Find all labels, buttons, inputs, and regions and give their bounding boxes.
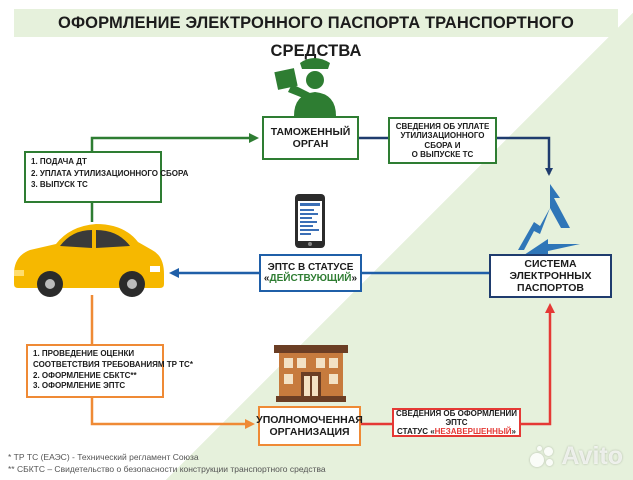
org-step: 2. ОФОРМЛЕНИЕ СБКТС** — [33, 370, 137, 380]
quote-open: « — [263, 273, 270, 284]
avito-logo-icon — [528, 443, 556, 471]
status-active: ДЕЙСТВУЮЩИЙ — [269, 273, 352, 284]
status-suffix: » — [511, 427, 516, 437]
system-label-line2: ПАСПОРТОВ — [517, 282, 584, 295]
status-incomplete: НЕЗАВЕРШЕННЫЙ — [434, 427, 512, 437]
epts-active-status: «ДЕЙСТВУЮЩИЙ» — [264, 273, 357, 285]
footnote-tr-ts: * ТР ТС (ЕАЭС) - Технический регламент С… — [8, 452, 199, 462]
avito-watermark: Avito — [528, 442, 623, 471]
org-label-line2: ОРГАНИЗАЦИЯ — [269, 426, 350, 438]
title-banner — [14, 9, 618, 37]
arrow-car-to-org — [90, 295, 255, 429]
epts-active-line1: ЭПТС В СТАТУСЕ — [267, 261, 354, 273]
org-steps-box: 1. ПРОВЕДЕНИЕ ОЦЕНКИ СООТВЕТСТВИЯ ТРЕБОВ… — [26, 344, 193, 398]
customs-info-line3: О ВЫПУСКЕ ТС — [411, 149, 474, 159]
org-label-line1: УПОЛНОМОЧЕННАЯ — [256, 413, 363, 426]
org-info-line1: СВЕДЕНИЯ ОБ ОФОРМЛЕНИИ ЭПТС — [395, 408, 517, 427]
customs-info-box: СВЕДЕНИЯ ОБ УПЛАТЕ УТИЛИЗАЦИОННОГО СБОРА… — [388, 117, 497, 164]
customs-authority-box: ТАМОЖЕННЫЙ ОРГАН — [262, 116, 359, 160]
customs-label-line2: ОРГАН — [292, 138, 329, 150]
org-step: 3. ОФОРМЛЕНИЕ ЭПТС — [33, 381, 126, 391]
avito-watermark-text: Avito — [561, 442, 623, 470]
quote-close: » — [351, 273, 358, 284]
customs-step: 2. УПЛАТА УТИЛИЗАЦИОННОГО СБОРА — [31, 168, 189, 178]
org-info-line2: СТАТУС «НЕЗАВЕРШЕННЫЙ» — [397, 427, 516, 436]
authorized-organization-box: УПОЛНОМОЧЕННАЯ ОРГАНИЗАЦИЯ — [256, 406, 363, 446]
status-prefix: СТАТУС « — [397, 427, 435, 437]
electronic-passport-system-box: СИСТЕМА ЭЛЕКТРОННЫХ ПАСПОРТОВ — [489, 254, 612, 298]
page-title: ОФОРМЛЕНИЕ ЭЛЕКТРОННОГО ПАСПОРТА ТРАНСПО… — [58, 14, 574, 60]
org-step: СООТВЕТСТВИЯ ТРЕБОВАНИЯМ ТР ТС* — [33, 359, 193, 369]
footnote-sbkts: ** СБКТС – Свидетельство о безопасности … — [8, 464, 326, 474]
org-info-box: СВЕДЕНИЯ ОБ ОФОРМЛЕНИИ ЭПТС СТАТУС «НЕЗА… — [392, 408, 521, 437]
customs-steps-box: 1. ПОДАЧА ДТ 2. УПЛАТА УТИЛИЗАЦИОННОГО С… — [24, 151, 189, 203]
org-step: 1. ПРОВЕДЕНИЕ ОЦЕНКИ — [33, 349, 135, 358]
customs-info-line2: УТИЛИЗАЦИОННОГО СБОРА И — [400, 131, 485, 150]
epts-active-box: ЭПТС В СТАТУСЕ «ДЕЙСТВУЮЩИЙ» — [259, 254, 362, 292]
customs-step: 1. ПОДАЧА ДТ — [31, 157, 87, 166]
system-label-line1: СИСТЕМА ЭЛЕКТРОННЫХ — [509, 257, 592, 282]
customs-info-line1: СВЕДЕНИЯ ОБ УПЛАТЕ — [395, 122, 490, 132]
customs-step: 3. ВЫПУСК ТС — [31, 180, 88, 190]
customs-label-line1: ТАМОЖЕННЫЙ — [270, 125, 351, 138]
